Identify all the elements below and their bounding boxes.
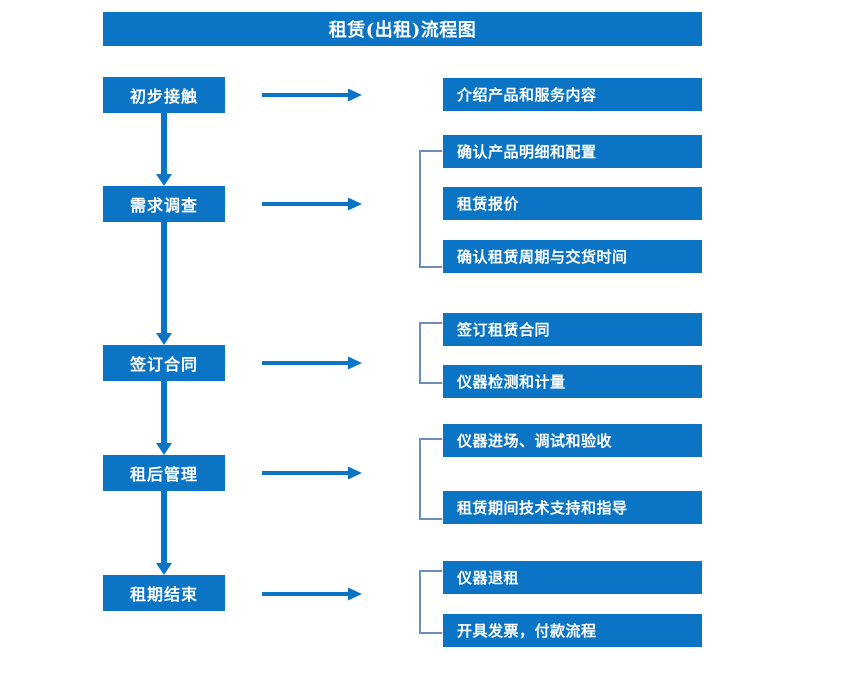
horizontal-arrow-5 — [262, 586, 362, 602]
group-bracket-1 — [418, 150, 444, 268]
vertical-arrow-2 — [155, 222, 173, 345]
detail-box-1[interactable]: 介绍产品和服务内容 — [443, 78, 702, 111]
stage-box-5[interactable]: 租期结束 — [103, 575, 225, 611]
stage-box-2[interactable]: 需求调查 — [103, 186, 225, 222]
horizontal-arrow-2 — [262, 196, 362, 212]
horizontal-arrow-4 — [262, 465, 362, 481]
detail-box-8[interactable]: 租赁期间技术支持和指导 — [443, 491, 702, 524]
group-bracket-3 — [418, 438, 444, 520]
vertical-arrow-1 — [155, 113, 173, 186]
page-title: 租赁(出租)流程图 — [103, 12, 702, 46]
detail-box-9[interactable]: 仪器退租 — [443, 561, 702, 594]
stage-box-4[interactable]: 租后管理 — [103, 455, 225, 491]
stage-box-3[interactable]: 签订合同 — [103, 345, 225, 381]
detail-box-3[interactable]: 租赁报价 — [443, 187, 702, 220]
detail-box-7[interactable]: 仪器进场、调试和验收 — [443, 424, 702, 457]
detail-box-4[interactable]: 确认租赁周期与交货时间 — [443, 240, 702, 273]
group-bracket-4 — [418, 570, 444, 634]
detail-box-2[interactable]: 确认产品明细和配置 — [443, 135, 702, 168]
group-bracket-2 — [418, 322, 444, 384]
vertical-arrow-4 — [155, 491, 173, 575]
horizontal-arrow-1 — [262, 87, 362, 103]
stage-box-1[interactable]: 初步接触 — [103, 77, 225, 113]
vertical-arrow-3 — [155, 381, 173, 455]
detail-box-10[interactable]: 开具发票，付款流程 — [443, 614, 702, 647]
horizontal-arrow-3 — [262, 355, 362, 371]
detail-box-5[interactable]: 签订租赁合同 — [443, 313, 702, 346]
detail-box-6[interactable]: 仪器检测和计量 — [443, 365, 702, 398]
